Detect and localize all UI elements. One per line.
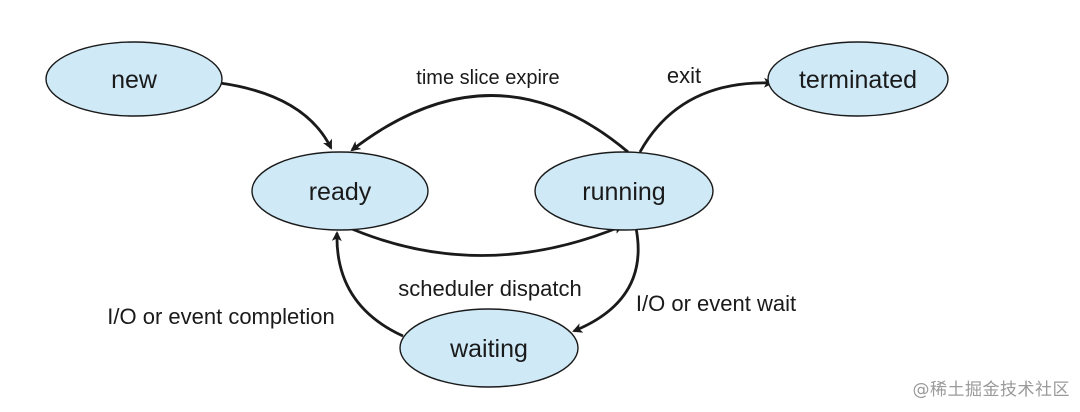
arrow-running-to-ready-time-slice [350,94,629,154]
label-exit: exit [667,63,701,88]
state-new: new [45,41,223,117]
label-io-event-wait: I/O or event wait [636,291,796,316]
state-new-label: new [111,66,158,94]
state-running-label: running [582,178,665,206]
arrow-ready-to-running-dispatch [344,224,624,257]
state-ready: ready [251,151,429,231]
arrow-running-to-terminated-exit [638,77,774,153]
arrow-running-to-waiting-io-wait [572,227,640,333]
watermark-text: @稀土掘金技术社区 [912,380,1070,400]
label-time-slice-expire: time slice expire [416,67,559,89]
arrow-new-to-ready [219,81,333,150]
state-ready-label: ready [309,178,372,206]
state-waiting-label: waiting [449,335,528,363]
label-io-event-completion: I/O or event completion [107,304,334,329]
label-scheduler-dispatch: scheduler dispatch [398,276,581,301]
state-terminated-label: terminated [799,66,917,94]
arrow-waiting-to-ready-io-completion [331,231,404,338]
state-terminated: terminated [767,41,949,117]
state-running: running [534,151,714,231]
state-waiting: waiting [399,308,579,388]
